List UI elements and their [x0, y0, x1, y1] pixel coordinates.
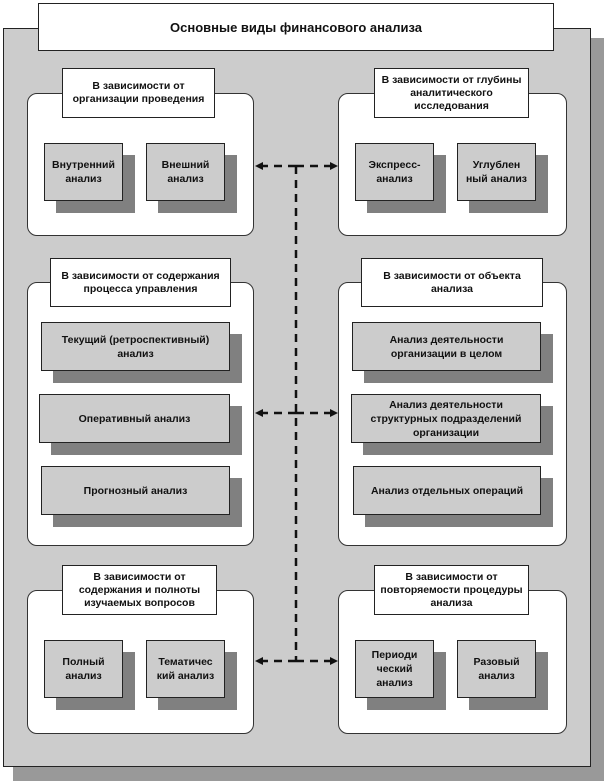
item-current-analysis: Текущий (ретроспективный) анализ: [41, 322, 230, 371]
item-divisions-analysis: Анализ деятельности структурных подразде…: [351, 394, 541, 443]
group-label-repeatability: В зависимости от повторяемости процедуры…: [374, 565, 529, 615]
group-label-object: В зависимости от объекта анализа: [361, 258, 543, 307]
diagram-title: Основные виды финансового анализа: [38, 3, 554, 51]
item-express-analysis: Экспресс-анализ: [355, 143, 434, 201]
group-label-management-process: В зависимости от содержания процесса упр…: [50, 258, 231, 307]
item-thematic-analysis: Тематичес кий анализ: [146, 640, 225, 698]
item-full-analysis: Полный анализ: [44, 640, 123, 698]
group-label-organization: В зависимости от организации проведения: [62, 68, 215, 118]
item-operations-analysis: Анализ отдельных операций: [353, 466, 541, 515]
item-operational-analysis: Оперативный анализ: [39, 394, 230, 443]
item-periodic-analysis: Периоди ческий анализ: [355, 640, 434, 698]
item-external-analysis: Внешний анализ: [146, 143, 225, 201]
item-deep-analysis: Углублен ный анализ: [457, 143, 536, 201]
group-label-completeness: В зависимости от содержания и полноты из…: [62, 565, 217, 615]
item-one-time-analysis: Разовый анализ: [457, 640, 536, 698]
item-organization-analysis: Анализ деятельности организации в целом: [352, 322, 541, 371]
group-label-depth: В зависимости от глубины аналитического …: [374, 68, 529, 118]
item-forecast-analysis: Прогнозный анализ: [41, 466, 230, 515]
item-internal-analysis: Внутренний анализ: [44, 143, 123, 201]
